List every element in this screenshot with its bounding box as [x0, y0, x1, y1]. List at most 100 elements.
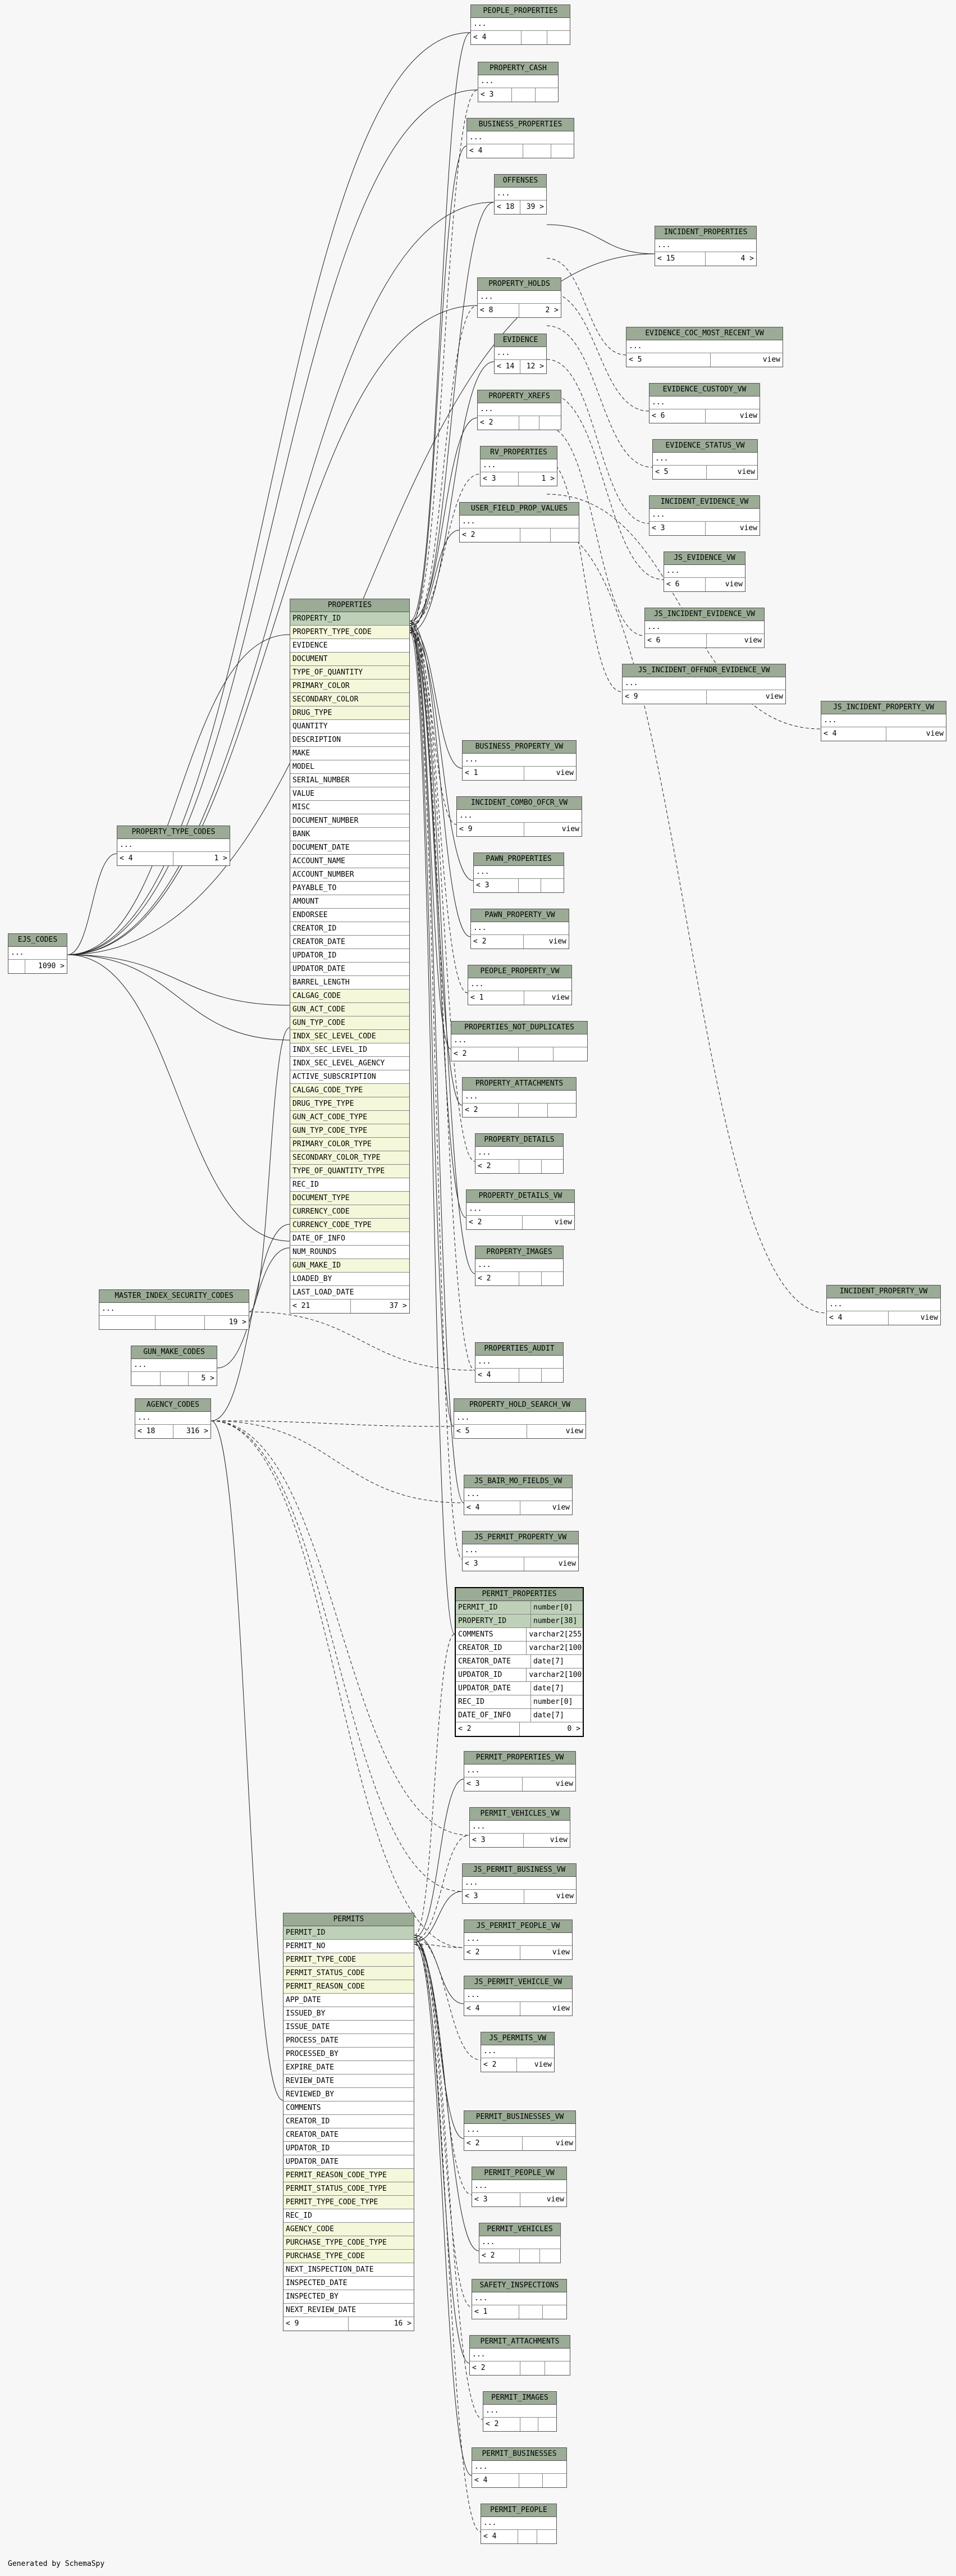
table-permit-people[interactable]: PERMIT_PEOPLE ... < 4 — [481, 2504, 557, 2544]
column-row: AMOUNT — [290, 895, 409, 909]
column-row: PERMIT_STATUS_CODE_TYPE — [283, 2182, 414, 2196]
columns-collapsed: ... — [464, 1765, 575, 1777]
children-count: < 2 — [470, 2361, 520, 2375]
view-label: view — [565, 1427, 583, 1435]
columns-collapsed: ... — [464, 1933, 572, 1946]
column-row: ENDORSEE — [290, 909, 409, 922]
columns-collapsed: ... — [463, 1091, 576, 1104]
children-count: < 8 — [478, 304, 519, 317]
column-row: CURRENCY_CODE_TYPE — [290, 1219, 409, 1232]
columns-collapsed: ... — [135, 1412, 211, 1425]
relationship-line — [67, 954, 290, 1041]
columns-collapsed: ... — [478, 403, 561, 416]
parents-count: 1 > — [541, 475, 555, 483]
view-label: view — [550, 1836, 568, 1844]
children-count: < 3 — [481, 472, 519, 486]
table-property-attachments[interactable]: PROPERTY_ATTACHMENTS ... < 2 — [462, 1077, 577, 1118]
table-name: PERMIT_PROPERTIES_VW — [464, 1752, 575, 1765]
column-row: PERMIT_STATUS_CODE — [283, 1967, 414, 1980]
table-name: JS_INCIDENT_EVIDENCE_VW — [645, 608, 764, 621]
column-name: DATE_OF_INFO — [456, 1709, 531, 1722]
column-row: CREATOR_DATE — [283, 2128, 414, 2142]
table-name: OFFENSES — [495, 175, 546, 188]
table-safety-inspections[interactable]: SAFETY_INSPECTIONS ... < 1 — [472, 2279, 567, 2319]
relationship-line — [414, 1944, 464, 1948]
table-name: PERMIT_BUSINESSES — [472, 2448, 566, 2461]
column-row: APP_DATE — [283, 1994, 414, 2007]
table-properties-not-duplicates[interactable]: PROPERTIES_NOT_DUPLICATES ... < 2 — [451, 1021, 588, 1061]
columns-collapsed: ... — [471, 922, 569, 935]
relationship-line — [546, 393, 664, 580]
table-gun-make-codes[interactable]: GUN_MAKE_CODES ... 5 > — [131, 1346, 217, 1386]
column-row: DATE_OF_INFO — [290, 1232, 409, 1246]
table-name: JS_PERMITS_VW — [481, 2032, 554, 2045]
table-properties-audit[interactable]: PROPERTIES_AUDIT ... < 4 — [475, 1342, 564, 1383]
column-row: LAST_LOAD_DATE — [290, 1286, 409, 1300]
table-property-images[interactable]: PROPERTY_IMAGES ... < 2 — [475, 1246, 564, 1286]
relationship-line — [546, 359, 649, 524]
table-permit-attachments[interactable]: PERMIT_ATTACHMENTS ... < 2 — [469, 2335, 570, 2376]
table-user-field-prop-values[interactable]: USER_FIELD_PROP_VALUES ... < 2 — [459, 502, 579, 542]
table-permit-vehicles[interactable]: PERMIT_VEHICLES ... < 2 — [479, 2223, 561, 2263]
table-business-properties[interactable]: BUSINESS_PROPERTIES ... < 4 — [466, 118, 574, 158]
children-count: < 4 — [464, 2002, 520, 2016]
table-pawn-properties[interactable]: PAWN_PROPERTIES ... < 3 — [473, 852, 564, 893]
children-count: < 2 — [464, 1946, 520, 1959]
relationship-line — [414, 1937, 470, 2364]
view-label: view — [737, 468, 755, 476]
table-property-cash[interactable]: PROPERTY_CASH ... < 3 — [478, 62, 559, 102]
column-type: number[38] — [533, 1617, 578, 1625]
relationship-line — [211, 1420, 470, 1836]
table-property-details[interactable]: PROPERTY_DETAILS ... < 2 — [475, 1133, 564, 1174]
table-property-xrefs[interactable]: PROPERTY_XREFS ... < 2 — [477, 390, 561, 430]
table-master-index-security-codes[interactable]: MASTER_INDEX_SECURITY_CODES ... 19 > — [99, 1289, 249, 1330]
table-name: GUN_MAKE_CODES — [131, 1346, 217, 1359]
columns-collapsed: ... — [460, 516, 579, 528]
table-people-properties[interactable]: PEOPLE_PROPERTIES ... < 4 — [470, 4, 570, 45]
table-ejs-codes[interactable]: EJS_CODES ... 1090 > — [8, 933, 67, 974]
children-count: < 6 — [645, 634, 707, 648]
table-permit-images[interactable]: PERMIT_IMAGES ... < 2 — [483, 2391, 557, 2432]
parents-count: 1090 > — [38, 962, 65, 970]
view-label: view — [554, 1218, 572, 1227]
column-type: number[0] — [533, 1603, 573, 1612]
table-permit-businesses[interactable]: PERMIT_BUSINESSES ... < 4 — [472, 2447, 567, 2488]
columns-collapsed: ... — [454, 1412, 586, 1425]
column-row: PROPERTY_ID — [290, 612, 409, 626]
